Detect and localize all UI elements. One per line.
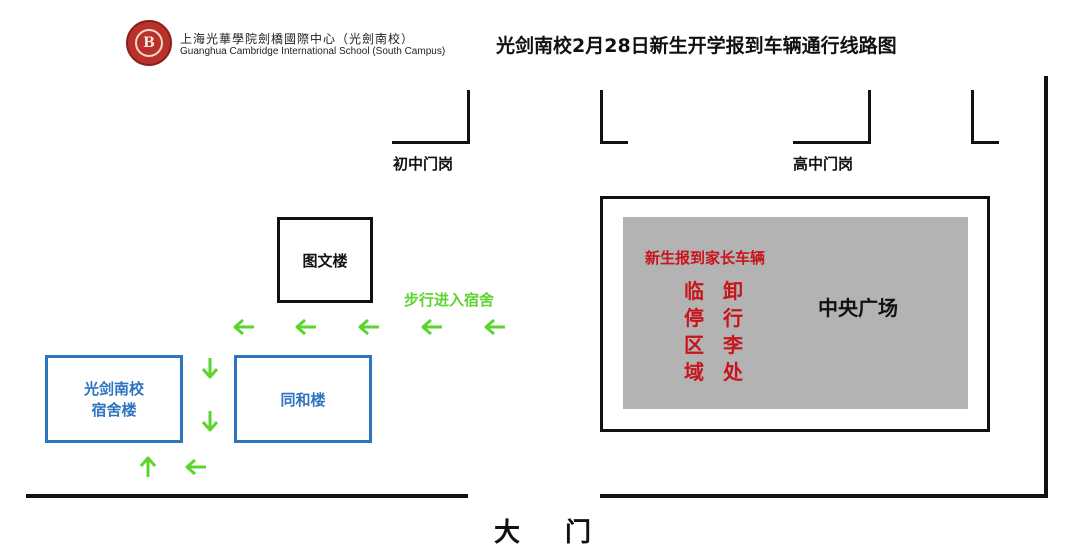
unloading-area-char: 行 bbox=[723, 306, 743, 330]
logo-ring: B bbox=[135, 29, 163, 57]
senior-gate-post-left-horizontal bbox=[793, 141, 871, 144]
school-name-en: Guanghua Cambridge International School … bbox=[180, 46, 446, 57]
arrow-icon bbox=[201, 358, 219, 379]
south-wall-right bbox=[600, 494, 1048, 498]
parking-area-text: 临 停 区 域 bbox=[682, 278, 706, 386]
central-plaza-label: 中央广场 bbox=[818, 296, 898, 320]
arrow-icon bbox=[185, 458, 206, 476]
arrow-icon bbox=[201, 411, 219, 432]
senior-gate-post-left-vertical bbox=[868, 90, 871, 144]
arrow-icon bbox=[358, 318, 379, 336]
dorm-building: 光剑南校 宿舍楼 bbox=[45, 355, 183, 443]
arrow-icon bbox=[139, 456, 157, 477]
parking-area-char: 域 bbox=[684, 360, 704, 384]
tonghe-building-label: 同和楼 bbox=[280, 390, 326, 409]
junior-gate-post-left-vertical bbox=[467, 90, 470, 144]
unloading-area-char: 李 bbox=[723, 333, 743, 357]
junior-gate-post-right-vertical bbox=[600, 90, 603, 144]
school-name-cn: 上海光華學院劍橋國際中心（光劍南校） bbox=[180, 32, 415, 46]
unloading-area-text: 卸 行 李 处 bbox=[721, 278, 745, 386]
senior-gate-post-right-horizontal bbox=[971, 141, 999, 144]
east-wall bbox=[1044, 76, 1048, 498]
dorm-building-label-line1: 光剑南校 bbox=[83, 380, 144, 398]
walk-to-dorm-label: 步行进入宿舍 bbox=[404, 291, 495, 309]
tonghe-building: 同和楼 bbox=[234, 355, 372, 443]
arrow-icon bbox=[233, 318, 254, 336]
senior-gate-post-right-vertical bbox=[971, 90, 974, 144]
parking-area-char: 停 bbox=[684, 306, 704, 330]
junior-gate-post-right-horizontal bbox=[600, 141, 628, 144]
central-plaza-outer bbox=[600, 196, 990, 432]
junior-gate-post-left-horizontal bbox=[392, 141, 470, 144]
parking-area-char: 临 bbox=[684, 279, 704, 303]
dorm-building-label-line2: 宿舍楼 bbox=[91, 401, 137, 419]
south-wall-left bbox=[26, 494, 468, 498]
senior-gate-label: 高中门岗 bbox=[793, 155, 854, 173]
arrow-icon bbox=[484, 318, 505, 336]
library-building-label: 图文楼 bbox=[302, 251, 348, 270]
page-title: 光剑南校2月28日新生开学报到车辆通行线路图 bbox=[496, 35, 897, 57]
logo-monogram: B bbox=[143, 35, 155, 51]
junior-gate-label: 初中门岗 bbox=[393, 155, 454, 173]
library-building: 图文楼 bbox=[277, 217, 373, 303]
parent-vehicle-label: 新生报到家长车辆 bbox=[645, 249, 766, 267]
arrow-icon bbox=[421, 318, 442, 336]
central-plaza-area bbox=[623, 217, 968, 409]
unloading-area-char: 处 bbox=[723, 360, 743, 384]
unloading-area-char: 卸 bbox=[723, 279, 743, 303]
arrow-icon bbox=[295, 318, 316, 336]
parking-area-char: 区 bbox=[684, 333, 704, 357]
main-gate-label: 大 门 bbox=[494, 518, 610, 548]
school-logo: B bbox=[126, 20, 172, 66]
